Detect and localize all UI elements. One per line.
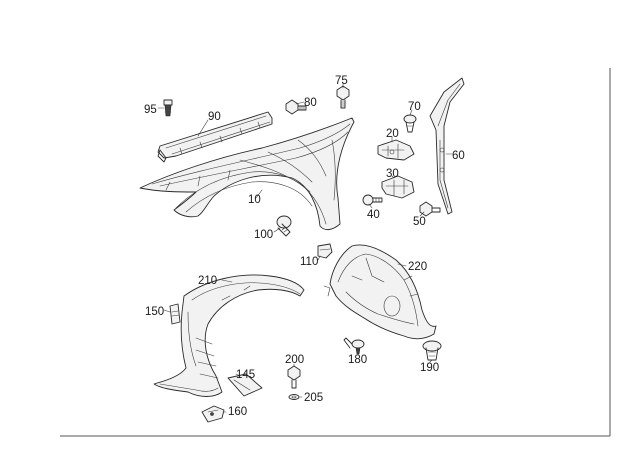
bracket-30-drawing (381, 175, 415, 199)
label-150: 150 (145, 306, 164, 318)
label-30: 30 (386, 168, 399, 180)
clip-95-drawing (163, 99, 173, 117)
fender-drawing (139, 117, 355, 231)
label-20: 20 (386, 128, 399, 140)
label-210: 210 (198, 275, 217, 287)
label-75: 75 (335, 75, 348, 87)
label-190: 190 (420, 362, 439, 374)
label-70: 70 (408, 101, 421, 113)
trim-145-drawing (227, 373, 263, 397)
clip-160-drawing (201, 405, 225, 423)
label-100: 100 (254, 229, 273, 241)
label-220: 220 (408, 261, 427, 273)
label-180: 180 (348, 354, 367, 366)
clip-70-drawing (403, 114, 417, 133)
label-10: 10 (248, 194, 261, 206)
label-80: 80 (304, 97, 317, 109)
seal-strip-drawing (157, 111, 273, 163)
stud-100-drawing (276, 215, 292, 237)
clip-110-drawing (317, 243, 333, 259)
clip-190-drawing (422, 340, 442, 361)
label-200: 200 (285, 354, 304, 366)
label-60: 60 (452, 150, 465, 162)
label-95: 95 (144, 104, 157, 116)
clip-150-drawing (169, 303, 181, 325)
clip-180-drawing (343, 337, 365, 355)
label-110: 110 (300, 256, 318, 268)
washer-205-drawing (288, 394, 300, 400)
label-90: 90 (208, 111, 221, 123)
seal-60-drawing (429, 77, 465, 215)
wheel-liner-210-drawing (153, 274, 305, 397)
bolt-50-drawing (419, 201, 441, 217)
bolt-80-drawing (285, 99, 307, 115)
bracket-20-drawing (377, 139, 415, 161)
bolt-200-drawing (287, 365, 301, 389)
label-145: 145 (236, 369, 255, 381)
label-160: 160 (228, 406, 247, 418)
leader-lines (157, 83, 453, 413)
wheel-liner-220-drawing (323, 244, 437, 340)
label-40: 40 (367, 209, 380, 221)
bolt-75-drawing (336, 85, 350, 109)
part-labels: 95 90 80 75 70 20 60 30 40 50 10 100 110… (144, 75, 465, 418)
bolt-40-drawing (362, 194, 383, 206)
label-205: 205 (304, 392, 323, 404)
label-50: 50 (413, 216, 426, 228)
